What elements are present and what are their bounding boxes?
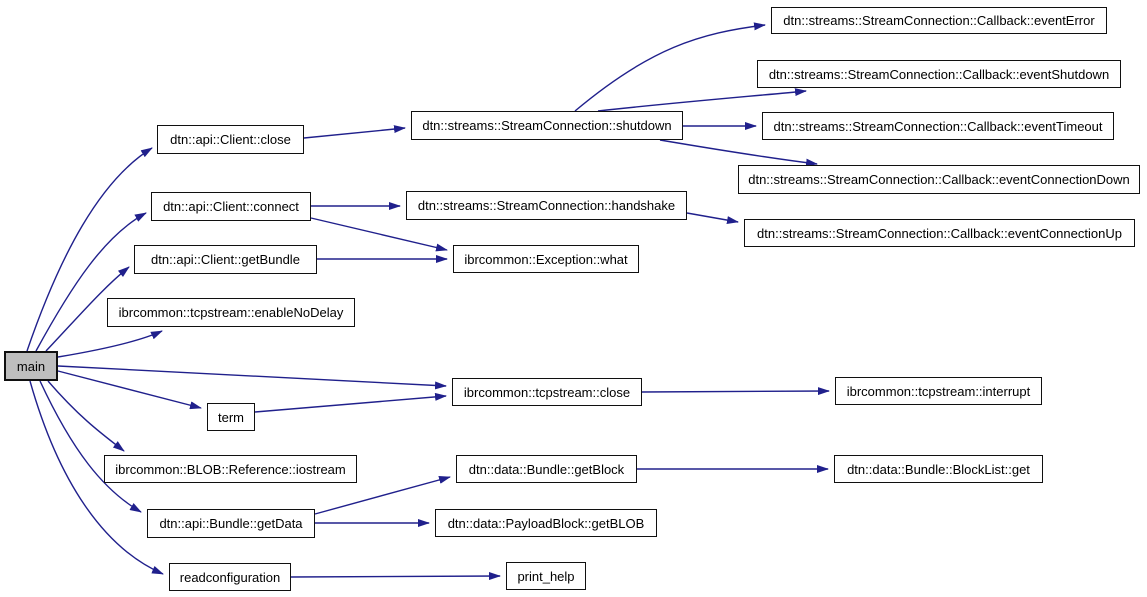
node-print-help[interactable]: print_help	[506, 562, 586, 590]
node-readconfiguration[interactable]: readconfiguration	[169, 563, 291, 591]
node-main: main	[4, 351, 58, 381]
node-blob-reference-iostream[interactable]: ibrcommon::BLOB::Reference::iostream	[104, 455, 357, 483]
edge-main-to-tcpstream-close	[57, 365, 447, 390]
edge-main-to-blob-reference-iostream	[47, 380, 125, 452]
node-tcpstream-interrupt[interactable]: ibrcommon::tcpstream::interrupt	[835, 377, 1042, 405]
edge-client-connect-to-exception-what	[310, 217, 448, 252]
node-streamconnection-shutdown[interactable]: dtn::streams::StreamConnection::shutdown	[411, 111, 683, 140]
node-callback-eventconnectiondown[interactable]: dtn::streams::StreamConnection::Callback…	[738, 165, 1140, 194]
node-tcpstream-enablenodelay[interactable]: ibrcommon::tcpstream::enableNoDelay	[107, 298, 355, 327]
node-tcpstream-close[interactable]: ibrcommon::tcpstream::close	[452, 378, 642, 406]
edge-main-to-client-connect	[35, 212, 147, 352]
node-callback-eventshutdown[interactable]: dtn::streams::StreamConnection::Callback…	[757, 60, 1121, 88]
node-callback-eventerror[interactable]: dtn::streams::StreamConnection::Callback…	[771, 7, 1107, 34]
node-bundle-getdata[interactable]: dtn::api::Bundle::getData	[147, 509, 315, 538]
edge-client-close-to-streamconnection-shutdown	[303, 125, 406, 139]
edge-term-to-tcpstream-close	[254, 392, 447, 413]
edge-streamconnection-handshake-to-callback-eventconnectionup	[686, 212, 739, 225]
node-callback-eventtimeout[interactable]: dtn::streams::StreamConnection::Callback…	[762, 112, 1114, 140]
node-client-connect[interactable]: dtn::api::Client::connect	[151, 192, 311, 221]
node-callback-eventconnectionup[interactable]: dtn::streams::StreamConnection::Callback…	[744, 219, 1135, 247]
edge-main-to-client-getbundle	[45, 266, 130, 352]
edge-streamconnection-shutdown-to-callback-eventerror	[574, 22, 766, 112]
node-payloadblock-getblob[interactable]: dtn::data::PayloadBlock::getBLOB	[435, 509, 657, 537]
node-streamconnection-handshake[interactable]: dtn::streams::StreamConnection::handshak…	[406, 191, 687, 220]
node-client-close[interactable]: dtn::api::Client::close	[157, 125, 304, 154]
node-client-getbundle[interactable]: dtn::api::Client::getBundle	[134, 245, 317, 274]
node-blocklist-get[interactable]: dtn::data::Bundle::BlockList::get	[834, 455, 1043, 483]
node-exception-what[interactable]: ibrcommon::Exception::what	[453, 245, 639, 273]
edge-main-to-tcpstream-enablenodelay	[57, 330, 163, 358]
edge-streamconnection-shutdown-to-callback-eventconnectiondown	[659, 139, 818, 167]
edge-streamconnection-shutdown-to-callback-eventshutdown	[597, 88, 807, 112]
edge-readconfiguration-to-print-help	[290, 572, 501, 581]
edge-main-to-bundle-getdata	[39, 380, 142, 513]
edge-main-to-readconfiguration	[29, 380, 164, 575]
edge-main-to-client-close	[26, 147, 153, 352]
node-data-bundle-getblock[interactable]: dtn::data::Bundle::getBlock	[456, 455, 637, 483]
edge-main-to-term	[57, 370, 202, 410]
edge-group	[26, 22, 830, 581]
edge-bundle-getdata-to-data-bundle-getblock	[314, 476, 451, 515]
node-term[interactable]: term	[207, 403, 255, 431]
edge-tcpstream-close-to-tcpstream-interrupt	[641, 387, 830, 396]
